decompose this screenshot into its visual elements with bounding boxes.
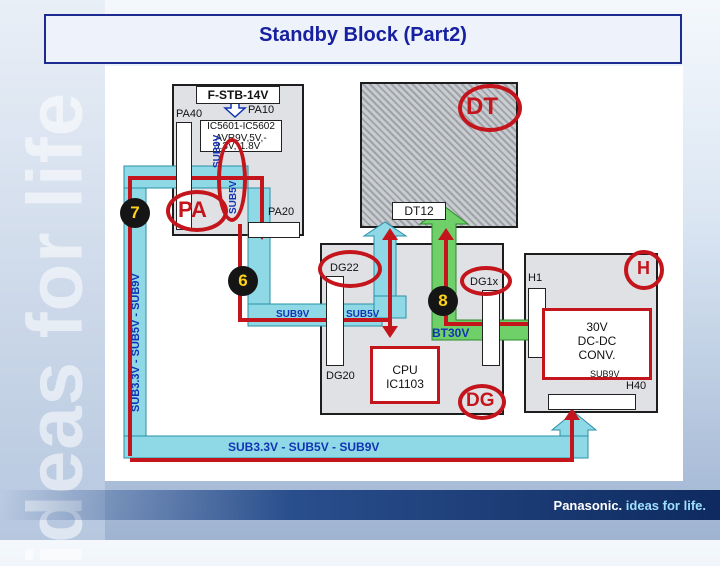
title-bar: Standby Block (Part2)	[44, 14, 682, 64]
cpu-box: CPU IC1103	[370, 346, 440, 404]
red-arrowhead-dt	[382, 228, 398, 240]
h40-connector	[548, 394, 636, 410]
red-arrowhead-dt2	[438, 228, 454, 240]
red-path-bottom	[130, 420, 574, 462]
cpu-label: CPU	[392, 363, 418, 377]
red-path-left	[128, 176, 264, 456]
cpu-ic-label: IC1103	[386, 377, 424, 391]
step-marker-6: 6	[228, 266, 258, 296]
ic-voltage-text-1: AVR9V,5V,-	[215, 133, 267, 144]
bottom-bus-label: SUB3.3V - SUB5V - SUB9V	[228, 440, 380, 454]
bottom-bus-horizontal	[123, 435, 589, 459]
reg-arrow-icon	[223, 101, 247, 119]
sub9v-mid-label: SUB9V	[276, 309, 310, 320]
step-marker-8: 8	[428, 286, 458, 316]
sub-highlight-ellipse	[217, 138, 247, 222]
conv-type-label: DC-DC	[577, 334, 617, 348]
pa40-label: PA40	[176, 108, 203, 120]
pa20-connector	[248, 222, 300, 238]
left-bus-label: SUB3.3V - SUB5V - SUB9V	[130, 273, 142, 412]
dg20-label: DG20	[326, 370, 355, 382]
dg22-connector	[326, 276, 344, 366]
dt12-connector: DT12	[392, 202, 446, 220]
panasonic-logo: Panasonic. ideas for life.	[554, 498, 706, 513]
conv-voltage-label: 30V	[586, 320, 608, 334]
h-circle-label: H	[637, 258, 650, 278]
dt-circle-label: DT	[466, 93, 498, 120]
ic-number-text: IC5601-IC5602	[207, 121, 275, 132]
conv-name-label: CONV.	[578, 348, 616, 362]
h1-label: H1	[528, 272, 543, 284]
h40-label: H40	[626, 380, 647, 392]
pa20-label: PA20	[268, 206, 295, 218]
f-stb-label: F-STB-14V	[196, 86, 280, 104]
dt-highlight-circle	[458, 84, 522, 132]
dg1x-highlight-circle	[460, 266, 512, 296]
brand-tagline: ideas for life.	[625, 498, 706, 513]
pa10-label: PA10	[248, 104, 275, 116]
brand-bar	[0, 490, 720, 520]
step-marker-7: 7	[120, 198, 150, 228]
brand-name: Panasonic.	[553, 498, 623, 513]
pa-circle-label: PA	[178, 197, 207, 222]
dg-highlight-circle	[458, 384, 506, 420]
dg22-highlight-circle	[318, 250, 382, 288]
side-background	[0, 0, 105, 540]
dc-dc-converter-box: 30V DC-DC CONV.	[542, 308, 652, 380]
dg1x-connector	[482, 290, 500, 366]
h-sub9v-label: SUB9V	[590, 369, 620, 379]
red-path-bt30v	[444, 240, 543, 326]
bt30v-label: BT30V	[432, 326, 470, 340]
h-highlight-circle	[624, 250, 664, 290]
red-arrowhead-h	[564, 408, 580, 420]
sub5v-mid-label: SUB5V	[346, 309, 380, 320]
page-title: Standby Block (Part2)	[259, 24, 467, 46]
red-arrowhead-cpu	[382, 326, 398, 338]
dg-circle-label: DG	[466, 390, 495, 411]
